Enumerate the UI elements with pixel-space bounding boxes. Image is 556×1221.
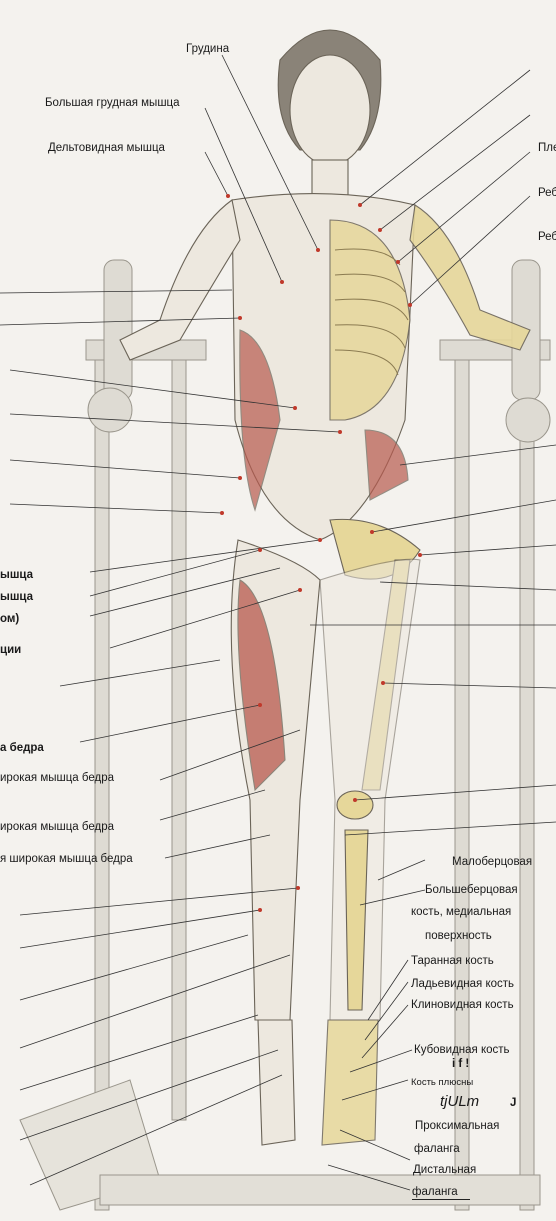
label-tibia-3: поверхность [425,929,492,943]
label-left-muscle-4: ции [0,643,21,657]
head [290,55,370,165]
label-distal-2: фаланга [412,1185,470,1200]
label-rib-cut-2: Реб [538,230,556,244]
label-navicular: Ладьевидная кость [411,977,514,991]
right-foot [322,1020,378,1145]
label-tibia-1: Большеберцовая [425,883,518,897]
label-cuboid: Кубовидная кость [414,1043,510,1057]
label-talus: Таранная кость [411,954,494,968]
label-left-muscle-1: ышца [0,568,33,582]
label-scan-noise-3: J [510,1096,516,1110]
label-scan-noise-2: tjULm [440,1095,479,1109]
label-vastus-3: я широкая мышца бедра [0,852,133,866]
label-tibia-2: кость, медиальная [411,905,511,919]
label-left-thigh: а бедра [0,741,44,755]
label-sternum: Грудина [186,42,229,56]
label-vastus-2: ирокая мышца бедра [0,820,114,834]
patella [337,791,373,819]
label-pectoralis-major: Большая грудная мышца [45,96,180,110]
label-rib-cut-1: Реб [538,186,556,200]
label-vastus-1: ирокая мышца бедра [0,771,114,785]
label-shoulder-cut: Пле [538,141,556,155]
label-metatarsal: Кость плюсны [411,1076,473,1090]
left-foot [258,1020,295,1145]
label-proximal-2: фаланга [414,1142,460,1156]
label-cuneiform: Клиновидная кость [411,998,514,1012]
right-leg-outline [320,559,420,1020]
label-fibula: Малоберцовая [452,855,532,869]
label-proximal-1: Проксимальная [415,1119,499,1133]
label-scan-noise-1: i f ! [452,1057,469,1071]
label-left-muscle-3: ом) [0,612,19,626]
label-distal-1: Дистальная [413,1163,476,1177]
left-arm [120,200,240,360]
label-left-muscle-2: ышца [0,590,33,604]
label-deltoid: Дельтовидная мышца [48,141,165,155]
